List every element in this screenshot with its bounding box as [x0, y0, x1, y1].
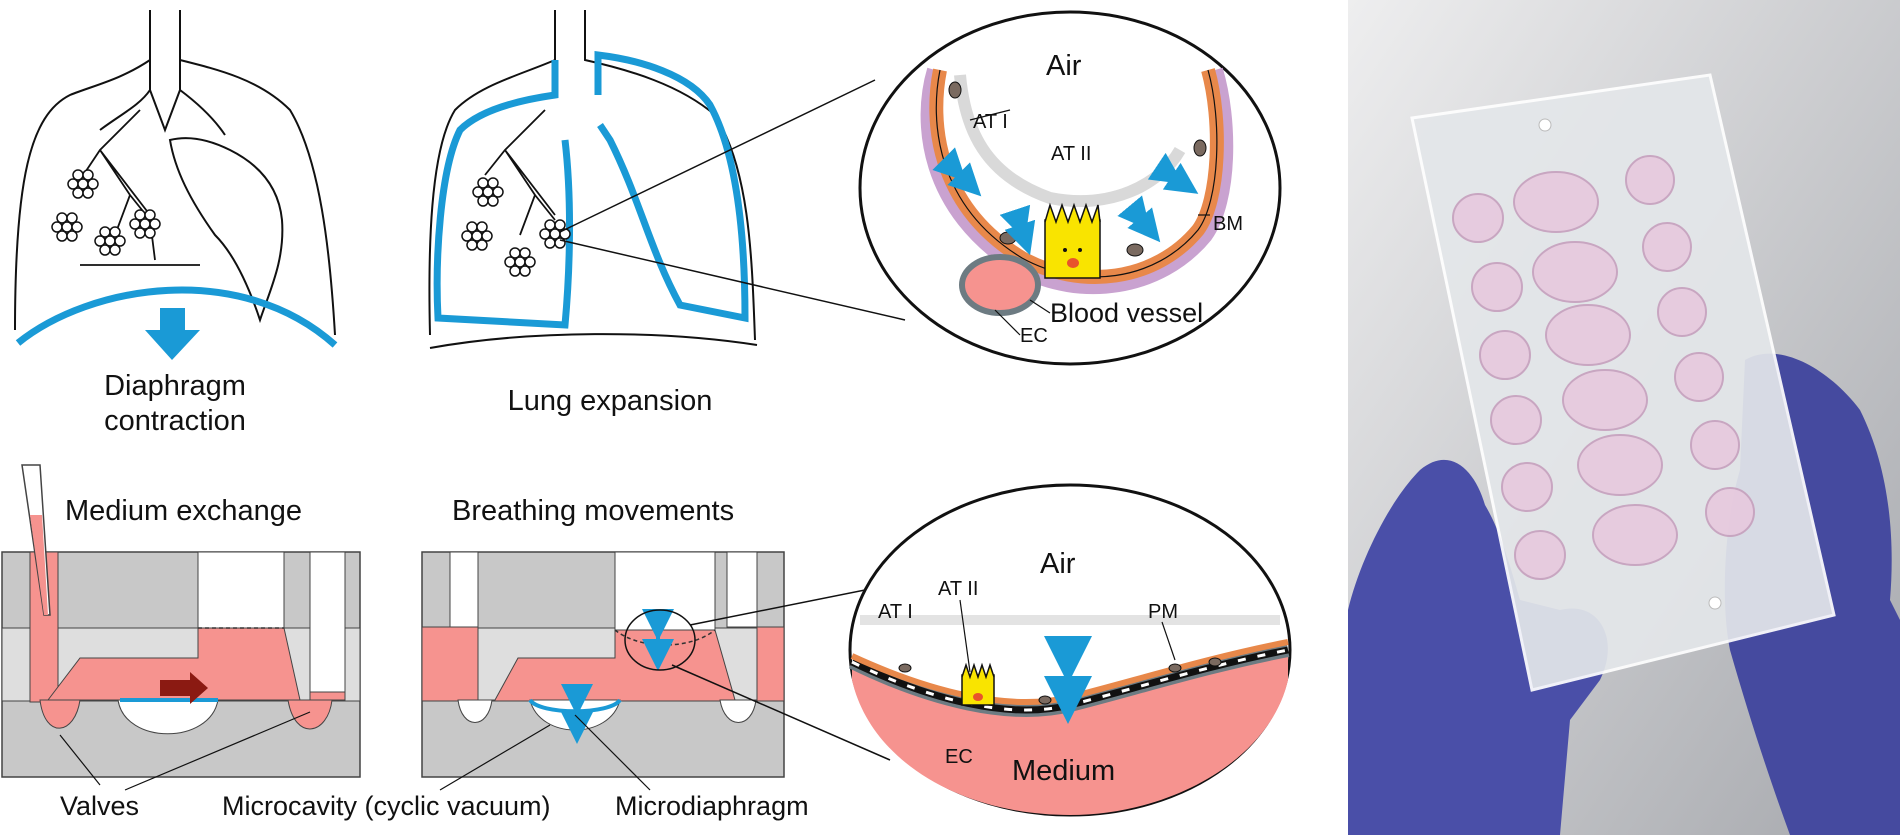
label-pm-chip: PM — [1148, 601, 1178, 623]
label-at1: AT I — [973, 111, 1008, 133]
zoom-line-top — [559, 79, 876, 233]
label-air: Air — [1046, 50, 1082, 82]
lung-expanded-outline — [428, 10, 756, 341]
label-at2-chip: AT II — [938, 578, 978, 600]
blood-vessel — [959, 254, 1041, 316]
title-medium-exchange: Medium exchange — [65, 495, 302, 527]
label-microcavity: Microcavity (cyclic vacuum) — [222, 791, 551, 821]
label-medium-chip: Medium — [1012, 755, 1115, 787]
at2-cell — [1044, 219, 1101, 279]
label-valves: Valves — [60, 791, 139, 821]
label-microdiaphragm: Microdiaphragm — [615, 791, 809, 821]
label-air-chip: Air — [1040, 548, 1076, 580]
title-breathing-movements: Breathing movements — [452, 495, 734, 527]
label-blood-vessel: Blood vessel — [1050, 298, 1203, 328]
chip-wells — [1452, 155, 1755, 580]
breathing-movements-panel: Breathing movements — [421, 495, 891, 778]
bronchi — [79, 109, 156, 261]
alveoli-clusters-expanded — [461, 177, 571, 277]
label-ec: EC — [1020, 325, 1048, 347]
diaphragm-curve — [15, 286, 338, 348]
device-photo — [1348, 0, 1900, 835]
caption-diaphragm-1: Diaphragm — [104, 370, 246, 402]
lung-expanded-base — [429, 333, 758, 349]
medium-exchange-panel: Medium exchange — [1, 464, 361, 778]
zoom-circle — [624, 609, 696, 671]
wall-movement-arrows — [932, 147, 1199, 256]
trachea — [99, 60, 226, 136]
alveoli-clusters — [51, 169, 161, 256]
alveolus-zoom-panel: Air AT I AT II BM Blood vessel EC — [858, 10, 1282, 366]
label-at1-chip: AT I — [878, 601, 913, 623]
bronchi-expanded — [484, 109, 556, 236]
label-at2: AT II — [1051, 143, 1091, 165]
at2-microvilli — [1044, 202, 1101, 225]
lung-outline-right — [179, 10, 336, 336]
label-bm: BM — [1213, 213, 1243, 235]
lung-expanded-panel: Lung expansion — [428, 10, 906, 417]
down-arrow-icon — [145, 308, 200, 360]
caption-lung-expansion: Lung expansion — [508, 385, 713, 417]
bottom-labels: Valves Microcavity (cyclic vacuum) Micro… — [59, 711, 809, 821]
lung-outline-left — [14, 10, 151, 331]
caption-diaphragm-2: contraction — [104, 405, 246, 437]
lung-contracted-panel: Diaphragm contraction — [14, 10, 338, 437]
at2-nucleus — [1067, 258, 1079, 268]
heart-outline — [168, 137, 284, 324]
lung-right-blue — [594, 51, 749, 323]
glove-hand — [1348, 459, 1608, 835]
flow-arrow-icon — [160, 672, 208, 704]
zoom-line-bottom — [559, 239, 906, 321]
label-ec-chip: EC — [945, 746, 973, 768]
chip-zoom-panel: Air AT I AT II PM EC Medium — [848, 483, 1292, 817]
